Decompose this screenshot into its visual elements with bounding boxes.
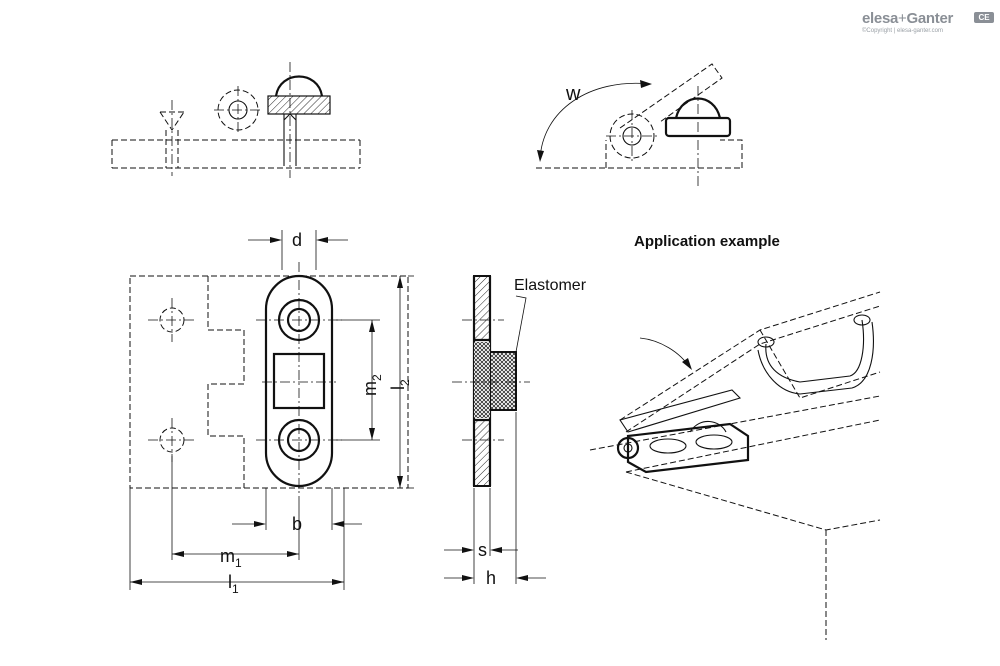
svg-text:m2: m2 — [360, 374, 384, 396]
dim-label-s: s — [478, 540, 487, 560]
dim-label-d: d — [292, 230, 302, 250]
logo-brand-elesa: elesa — [862, 10, 899, 27]
logo-brand-ganter: Ganter — [906, 10, 954, 27]
dim-label-b: b — [292, 514, 302, 534]
front-view: d m2 l2 b m1 l1 — [129, 230, 414, 596]
svg-text:l2: l2 — [388, 379, 412, 390]
ce-badge: CE — [974, 12, 994, 23]
svg-text:l1: l1 — [228, 572, 239, 596]
application-example-heading: Application example — [634, 233, 780, 250]
logo-brand: elesa+Ganter — [862, 10, 953, 27]
side-section-view: Elastomer s h — [444, 275, 587, 588]
dim-label-l2-sub: 2 — [398, 379, 412, 386]
logo-copyright: ©Copyright | elesa-ganter.com — [862, 28, 944, 34]
dim-label-m2: m — [360, 381, 380, 396]
top-left-section-view — [111, 62, 361, 178]
dim-label-h: h — [486, 568, 496, 588]
logo-brand-plus: + — [898, 10, 907, 27]
dim-label-l1-sub: 1 — [232, 582, 239, 596]
elesa-ganter-logo: elesa+Ganter ©Copyright | elesa-ganter.c… — [862, 10, 998, 40]
dim-label-m1: m — [220, 546, 235, 566]
dim-label-m2-sub: 2 — [370, 374, 384, 381]
top-right-angle-view: w — [536, 63, 743, 186]
angle-label-w: w — [565, 83, 581, 105]
dim-label-l2: l — [388, 386, 408, 390]
svg-text:m1: m1 — [220, 546, 242, 570]
dim-label-m1-sub: 1 — [235, 556, 242, 570]
elastomer-label: Elastomer — [514, 277, 587, 294]
application-example: Application example — [589, 233, 881, 640]
dim-label-l1: l — [228, 572, 232, 592]
